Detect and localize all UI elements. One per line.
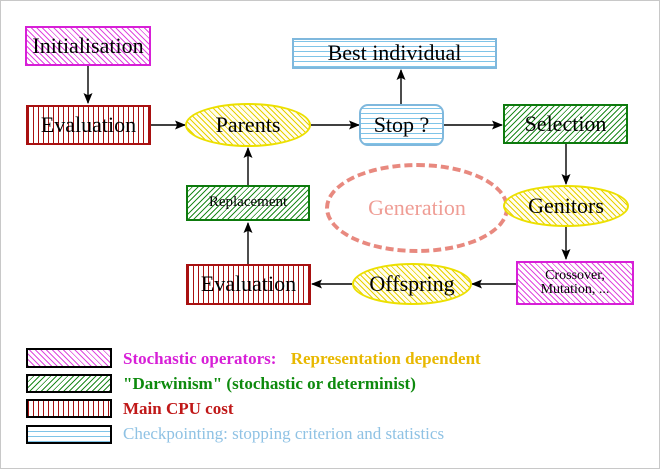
legend-label-main-cpu-cost: Main CPU cost <box>123 399 233 419</box>
node-offspring[interactable]: Offspring <box>352 263 472 305</box>
node-parents-label: Parents <box>215 111 281 137</box>
node-genitors-label: Genitors <box>528 192 604 218</box>
legend-text-main-2: Main CPU cost <box>123 399 234 418</box>
legend-label-stochastic-operators: Stochastic operators: Representation dep… <box>123 349 481 369</box>
legend-swatch-darwinism <box>26 374 112 393</box>
node-generation-label: Generation <box>368 195 466 220</box>
node-initialisation-label: Initialisation <box>32 32 144 58</box>
legend-text-extra-0: Representation dependent <box>290 349 481 368</box>
node-initialisation[interactable]: Initialisation <box>25 26 151 66</box>
node-best-individual-label: Best individual <box>327 40 462 66</box>
node-generation-region: Generation <box>325 163 509 253</box>
node-selection[interactable]: Selection <box>503 104 628 144</box>
legend-text-main-3: Checkpointing: stopping criterion and st… <box>123 424 445 443</box>
node-replacement[interactable]: Replacement <box>186 185 310 221</box>
node-evaluation-top[interactable]: Evaluation <box>26 105 151 145</box>
node-best-individual[interactable]: Best individual <box>292 38 497 69</box>
legend-label-darwinism: "Darwinism" (stochastic or determinist) <box>123 374 416 394</box>
node-evaluation-bottom-label: Evaluation <box>200 271 297 297</box>
legend-text-main-1: "Darwinism" (stochastic or determinist) <box>123 374 416 393</box>
node-offspring-label: Offspring <box>369 270 455 296</box>
node-replacement-label: Replacement <box>208 194 288 211</box>
legend-swatch-checkpointing <box>26 425 112 444</box>
node-operators[interactable]: Crossover, Mutation, ... <box>516 261 634 305</box>
legend-label-checkpointing: Checkpointing: stopping criterion and st… <box>123 424 444 444</box>
node-evaluation-bottom[interactable]: Evaluation <box>186 264 311 305</box>
legend-text-main-0: Stochastic operators: <box>123 349 277 368</box>
node-stop[interactable]: Stop ? <box>359 104 444 146</box>
node-parents[interactable]: Parents <box>185 103 311 147</box>
node-operators-label-line2: Mutation, ... <box>540 282 610 297</box>
legend-swatch-main-cpu-cost <box>26 399 112 418</box>
legend-swatch-stochastic-operators <box>26 348 112 368</box>
node-operators-label-line1: Crossover, <box>545 267 605 283</box>
node-selection-label: Selection <box>524 110 607 136</box>
node-stop-label: Stop ? <box>373 111 430 137</box>
node-evaluation-top-label: Evaluation <box>40 111 137 137</box>
node-genitors[interactable]: Genitors <box>503 185 629 227</box>
